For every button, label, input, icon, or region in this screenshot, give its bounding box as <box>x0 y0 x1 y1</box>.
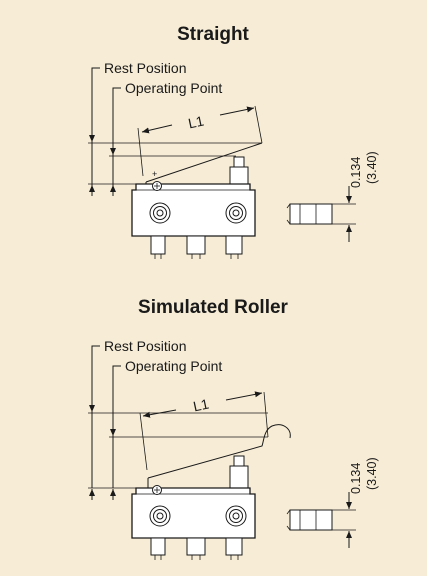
thickness-inch-label: 0.134 <box>349 157 363 188</box>
rest-leader <box>91 67 100 195</box>
plunger-cap <box>233 455 245 467</box>
terminals <box>150 537 243 560</box>
terminal-2 <box>186 235 206 255</box>
l1-ext-left <box>139 412 148 471</box>
terminal-3 <box>225 537 243 556</box>
l1-arrow-right <box>225 391 263 401</box>
plunger-body <box>229 166 249 185</box>
l1-label: L1 <box>187 113 206 132</box>
mount-hole-right-icon <box>225 505 247 527</box>
l1-arrow-left <box>141 124 173 134</box>
lever-arm <box>145 142 263 183</box>
lever-arm <box>147 424 291 479</box>
panel-simulated-roller: Simulated Roller Rest Position Operating… <box>88 297 379 560</box>
terminals <box>150 235 243 259</box>
panel-straight: Straight Rest Position Operating Point L… <box>88 24 379 259</box>
operating-leader <box>112 365 121 488</box>
thickness-inch-label: 0.134 <box>349 463 363 494</box>
panel-title: Simulated Roller <box>138 297 289 318</box>
l1-ext-left <box>137 127 144 177</box>
l1-arrow-left <box>142 409 177 418</box>
l1-arrow-right <box>219 106 255 116</box>
mount-hole-right-icon <box>225 202 247 224</box>
terminal-3 <box>225 235 243 255</box>
thickness-mm-label: (3.40) <box>365 151 379 184</box>
rest-leader <box>91 345 100 488</box>
l1-ext-right <box>254 105 263 144</box>
panel-title: Straight <box>177 24 249 45</box>
rest-position-label: Rest Position <box>104 60 186 76</box>
plus-mark: + <box>152 169 157 179</box>
side-block <box>289 509 333 531</box>
operating-leader <box>112 87 121 195</box>
operating-point-label: Operating Point <box>125 358 222 374</box>
mount-hole-left-icon <box>149 505 171 527</box>
plunger-cap <box>233 156 245 168</box>
plunger-body <box>229 465 249 489</box>
operating-point-label: Operating Point <box>125 80 222 96</box>
side-detail: 0.134 (3.40) <box>286 151 379 242</box>
mount-hole-left-icon <box>149 202 171 224</box>
side-block <box>289 203 333 225</box>
terminal-2 <box>186 537 206 556</box>
terminal-1 <box>150 537 166 556</box>
terminal-1 <box>150 235 166 255</box>
l1-label: L1 <box>192 396 211 415</box>
side-detail: 0.134 (3.40) <box>286 457 379 548</box>
thickness-mm-label: (3.40) <box>365 457 379 490</box>
rest-position-label: Rest Position <box>104 338 186 354</box>
